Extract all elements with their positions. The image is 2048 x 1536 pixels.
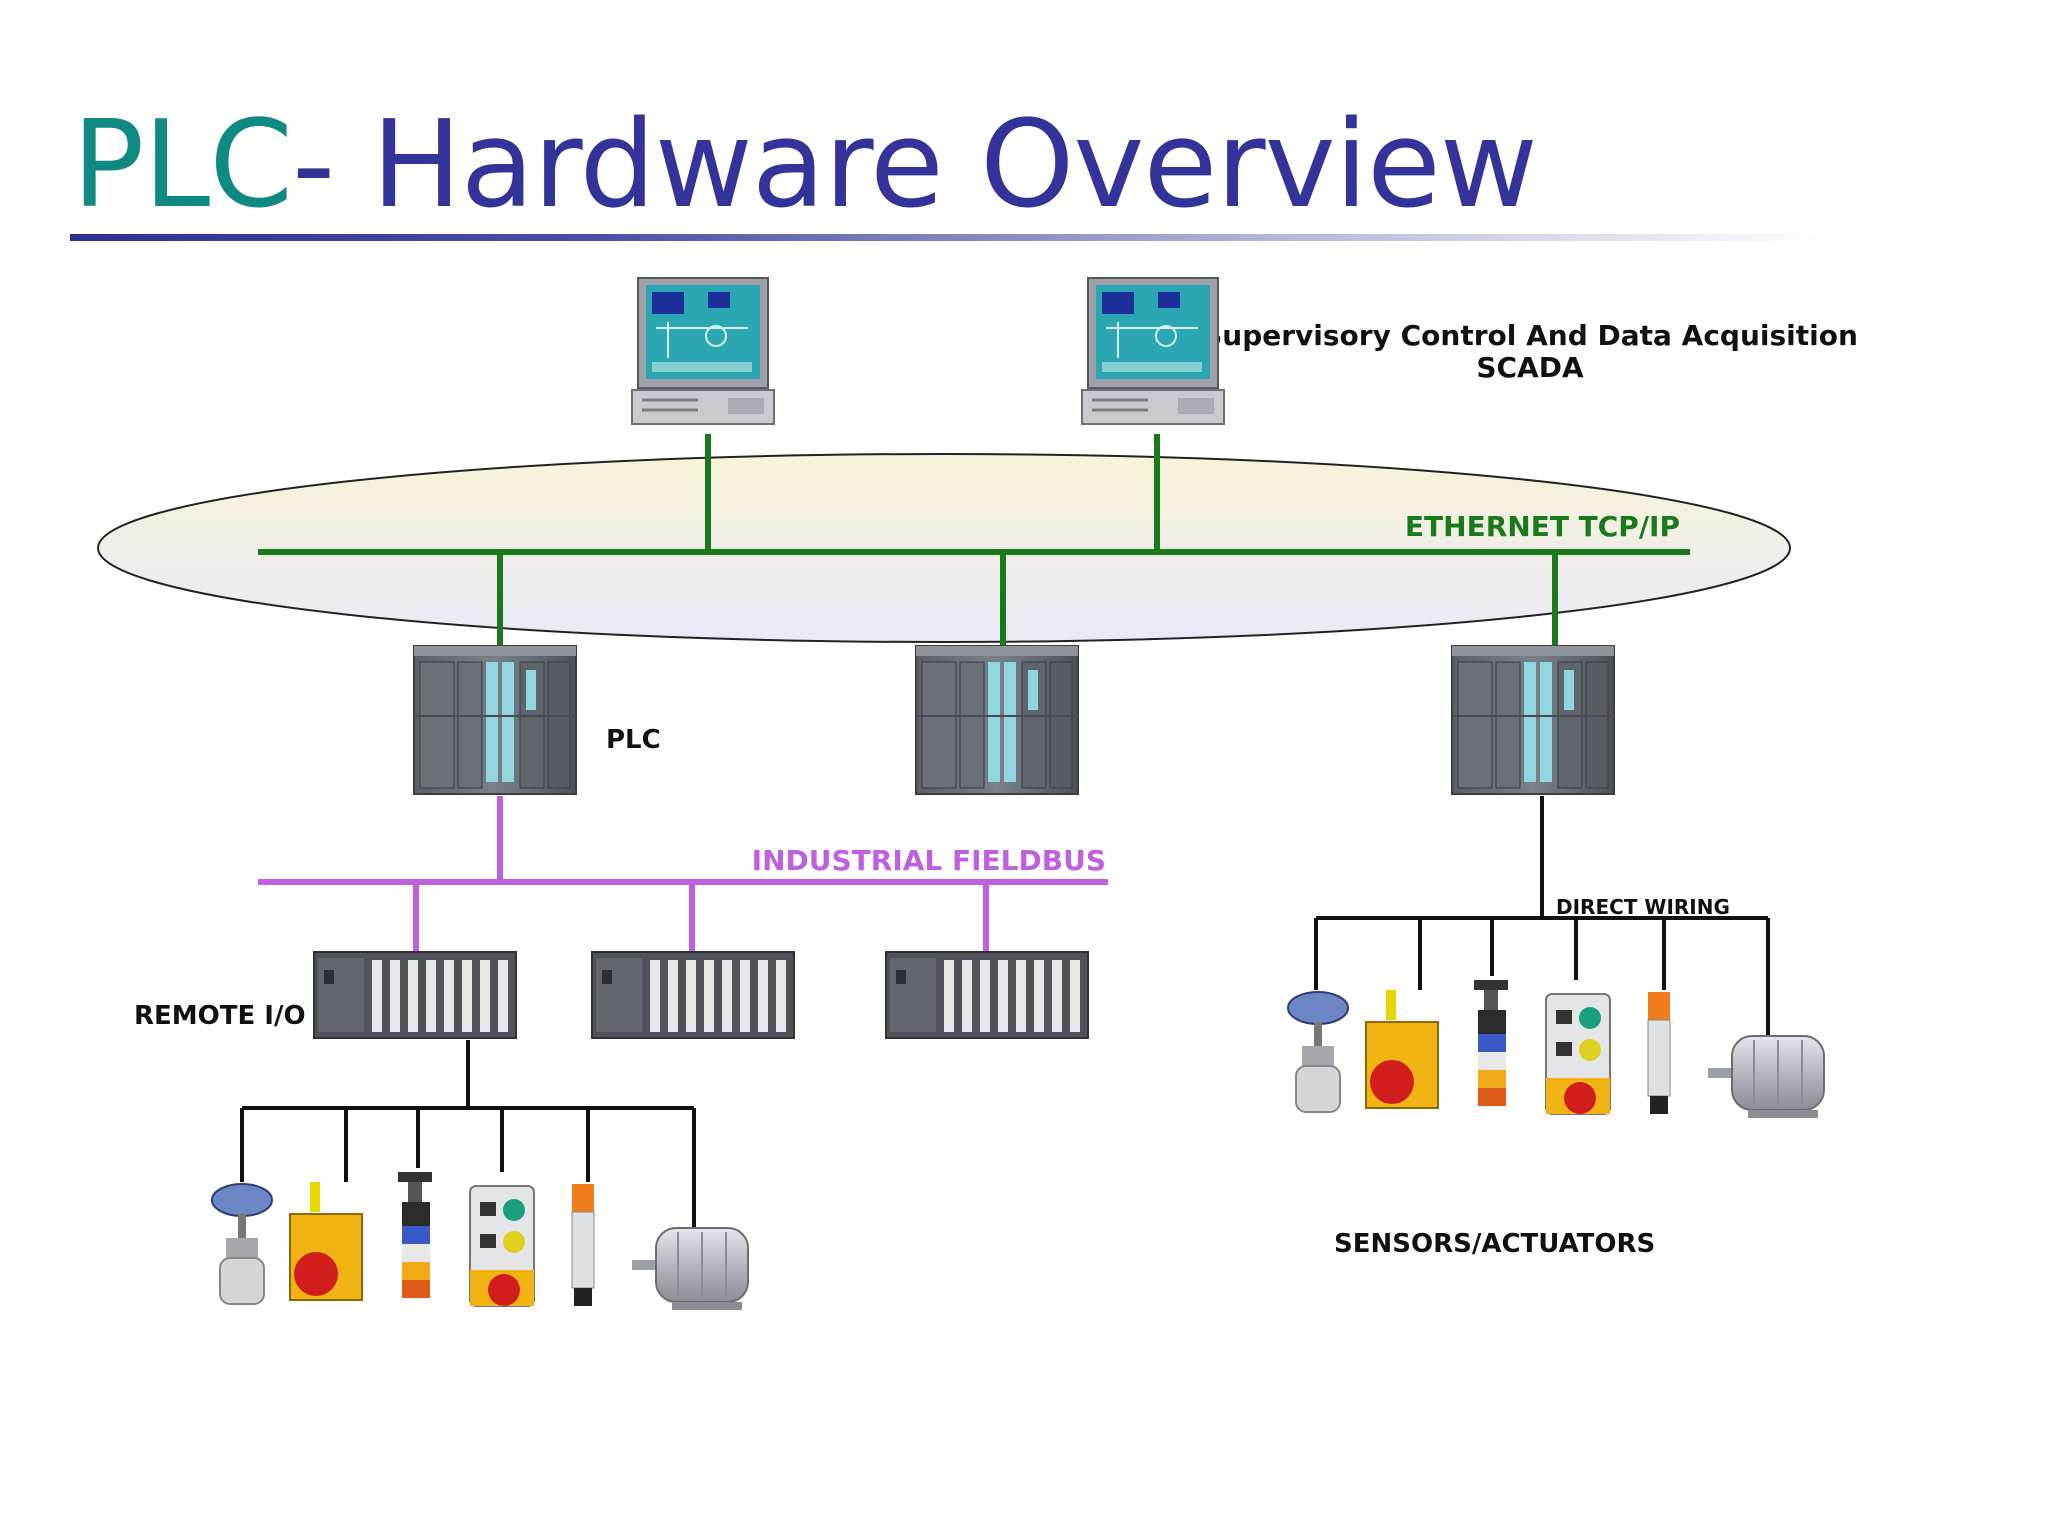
plc-rack-2: [915, 645, 1079, 795]
ethernet-network-ellipse: [97, 453, 1791, 643]
direct-wiring-label: DIRECT WIRING: [1556, 895, 1730, 919]
remote-io-module-2: [591, 951, 795, 1039]
plc-rack-1: [413, 645, 577, 795]
remote-io-module-3: [885, 951, 1089, 1039]
plc-label: PLC: [606, 725, 661, 755]
scada-workstation-2: [1080, 276, 1226, 426]
sensors-actuators-label: SENSORS/ACTUATORS: [1334, 1229, 1655, 1259]
fieldbus-bus: [258, 796, 1108, 952]
scada-label-line2: SCADA: [1476, 351, 1584, 384]
remote-io-devices: [211, 1171, 749, 1311]
title-main: - Hardware Overview: [292, 96, 1538, 235]
page-title: PLC- Hardware Overview: [72, 96, 1538, 236]
remote-io-wiring: [240, 1040, 696, 1236]
title-accent: PLC: [72, 96, 293, 235]
plc-rack-3: [1451, 645, 1615, 795]
scada-label: Supervisory Control And Data Acquisition…: [1180, 320, 1880, 384]
remote-io-module-1: [313, 951, 517, 1039]
direct-wiring: [1314, 796, 1770, 1044]
ethernet-bus: [258, 434, 1690, 648]
ethernet-label: ETHERNET TCP/IP: [1405, 510, 1680, 543]
scada-workstation-1: [630, 276, 776, 426]
direct-wired-devices: [1287, 979, 1825, 1119]
title-underline: [70, 234, 1830, 241]
remote-io-label: REMOTE I/O: [134, 1001, 306, 1031]
scada-label-line1: Supervisory Control And Data Acquisition: [1202, 319, 1858, 352]
fieldbus-label: INDUSTRIAL FIELDBUS: [752, 844, 1106, 877]
